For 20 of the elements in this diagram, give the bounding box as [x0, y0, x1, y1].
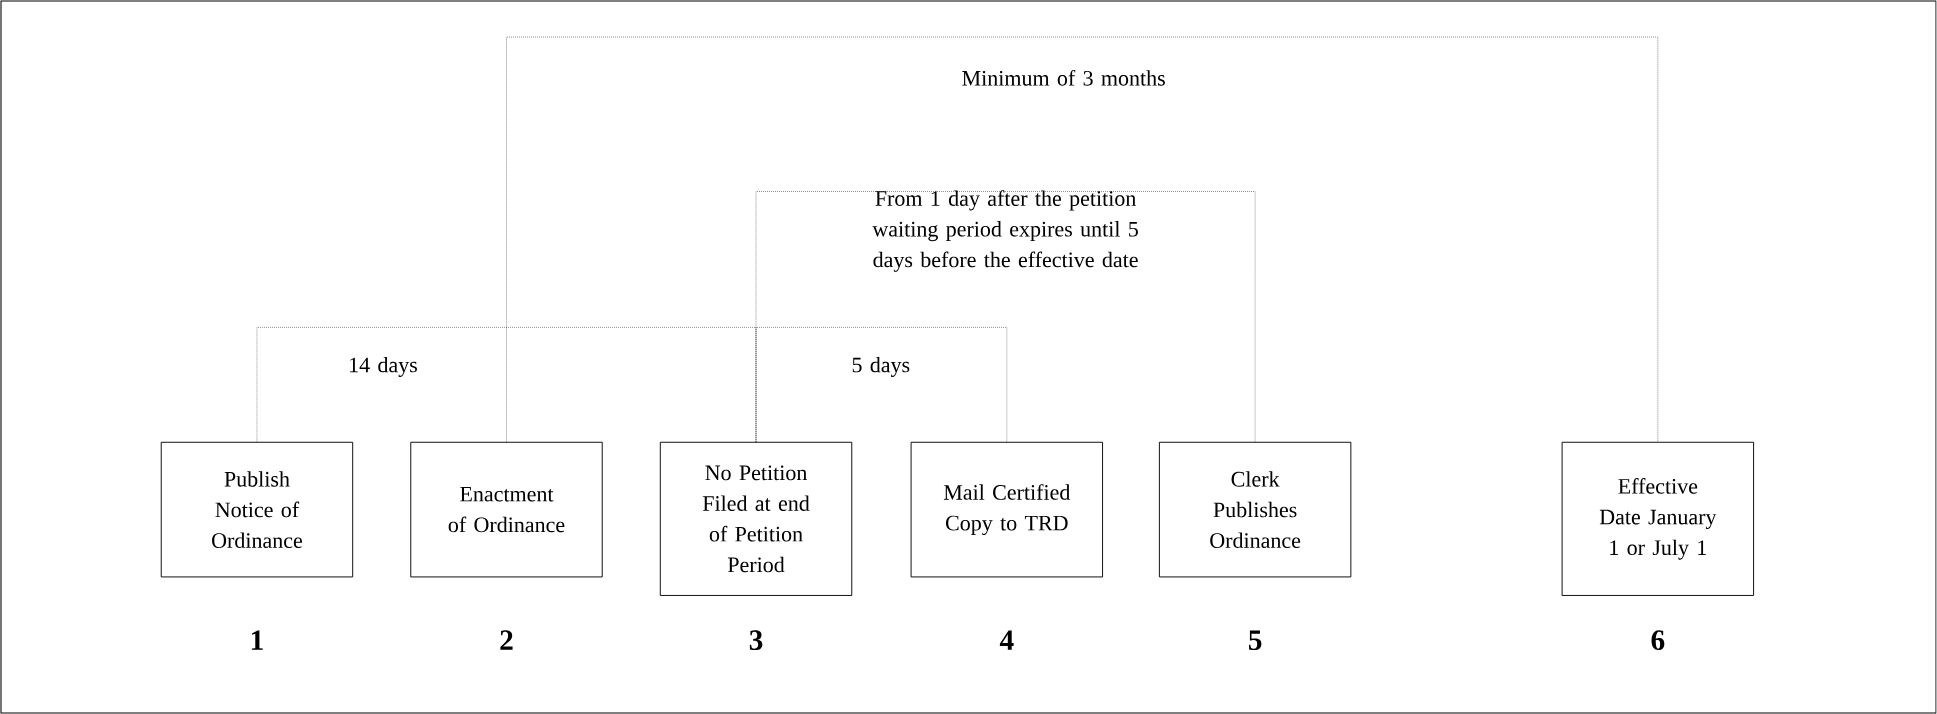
step-box: Clerk Publishes Ordinance — [1158, 441, 1352, 578]
step-number: 6 — [1651, 630, 1665, 651]
bracket-label: 14 days — [350, 356, 417, 377]
step-number: 3 — [749, 630, 763, 651]
step-box: Mail Certified Copy to TRD — [910, 441, 1103, 578]
bracket-line — [755, 327, 1008, 443]
bracket-label: Minimum of 3 months — [962, 69, 1165, 86]
step-box: Effective Date January 1 or July 1 — [1561, 441, 1755, 596]
bracket-line — [506, 36, 1659, 443]
step-box: No Petition Filed at end of Petition Period — [659, 441, 853, 596]
bracket-line — [256, 327, 757, 443]
step-number: 1 — [251, 630, 263, 650]
bracket-label: 5 days — [852, 356, 910, 377]
step-box: Enactment of Ordinance — [410, 441, 603, 578]
step-number: 4 — [999, 630, 1014, 650]
bracket-label: From 1 day after the petition waiting period expires until 5 days before the effective date — [872, 190, 1138, 272]
step-number: 5 — [1248, 630, 1262, 651]
bracket-line — [755, 191, 1256, 443]
step-box: Publish Notice of Ordinance — [160, 441, 354, 578]
step-number: 2 — [500, 630, 513, 650]
